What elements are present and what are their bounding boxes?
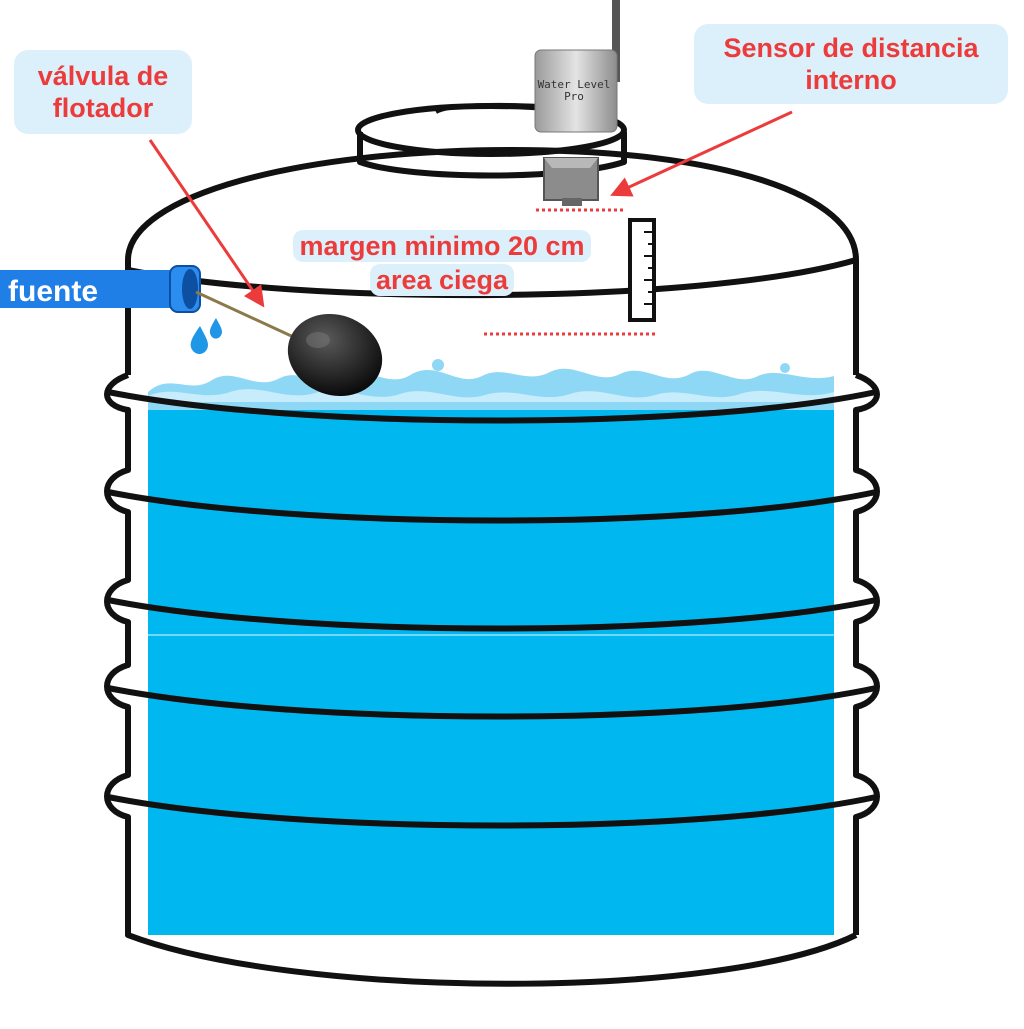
float-valve xyxy=(195,290,383,397)
float-valve-label-line1: válvula de xyxy=(37,61,169,91)
sensor-label: Sensor de distancia interno xyxy=(694,24,1008,104)
inlet-pipe xyxy=(0,265,201,313)
water-body xyxy=(148,395,834,935)
sensor-device-text-2: Pro xyxy=(564,90,584,103)
sensor-device-text-1: Water Level xyxy=(538,78,611,91)
internal-sensor xyxy=(543,157,599,206)
float-valve-label-line2: flotador xyxy=(52,93,154,123)
float-valve-label: válvula de flotador xyxy=(14,50,192,134)
ruler-icon xyxy=(628,218,656,322)
water-drop-icon xyxy=(190,318,222,355)
blind-zone-label-line1: margen minimo 20 cm xyxy=(293,230,591,262)
sensor-label-line1: Sensor de distancia xyxy=(723,33,979,63)
water-surface-light xyxy=(148,389,834,402)
source-label: fuente xyxy=(8,275,98,308)
tank-outline xyxy=(104,103,880,987)
blind-zone-label-line2: area ciega xyxy=(369,264,515,296)
sensor-device: Water Level Pro xyxy=(534,0,620,133)
sensor-arrow xyxy=(610,110,793,197)
blind-zone-label: margen minimo 20 cm area ciega xyxy=(272,228,612,298)
float-valve-arrow xyxy=(148,139,265,308)
sensor-label-line2: interno xyxy=(805,65,897,95)
